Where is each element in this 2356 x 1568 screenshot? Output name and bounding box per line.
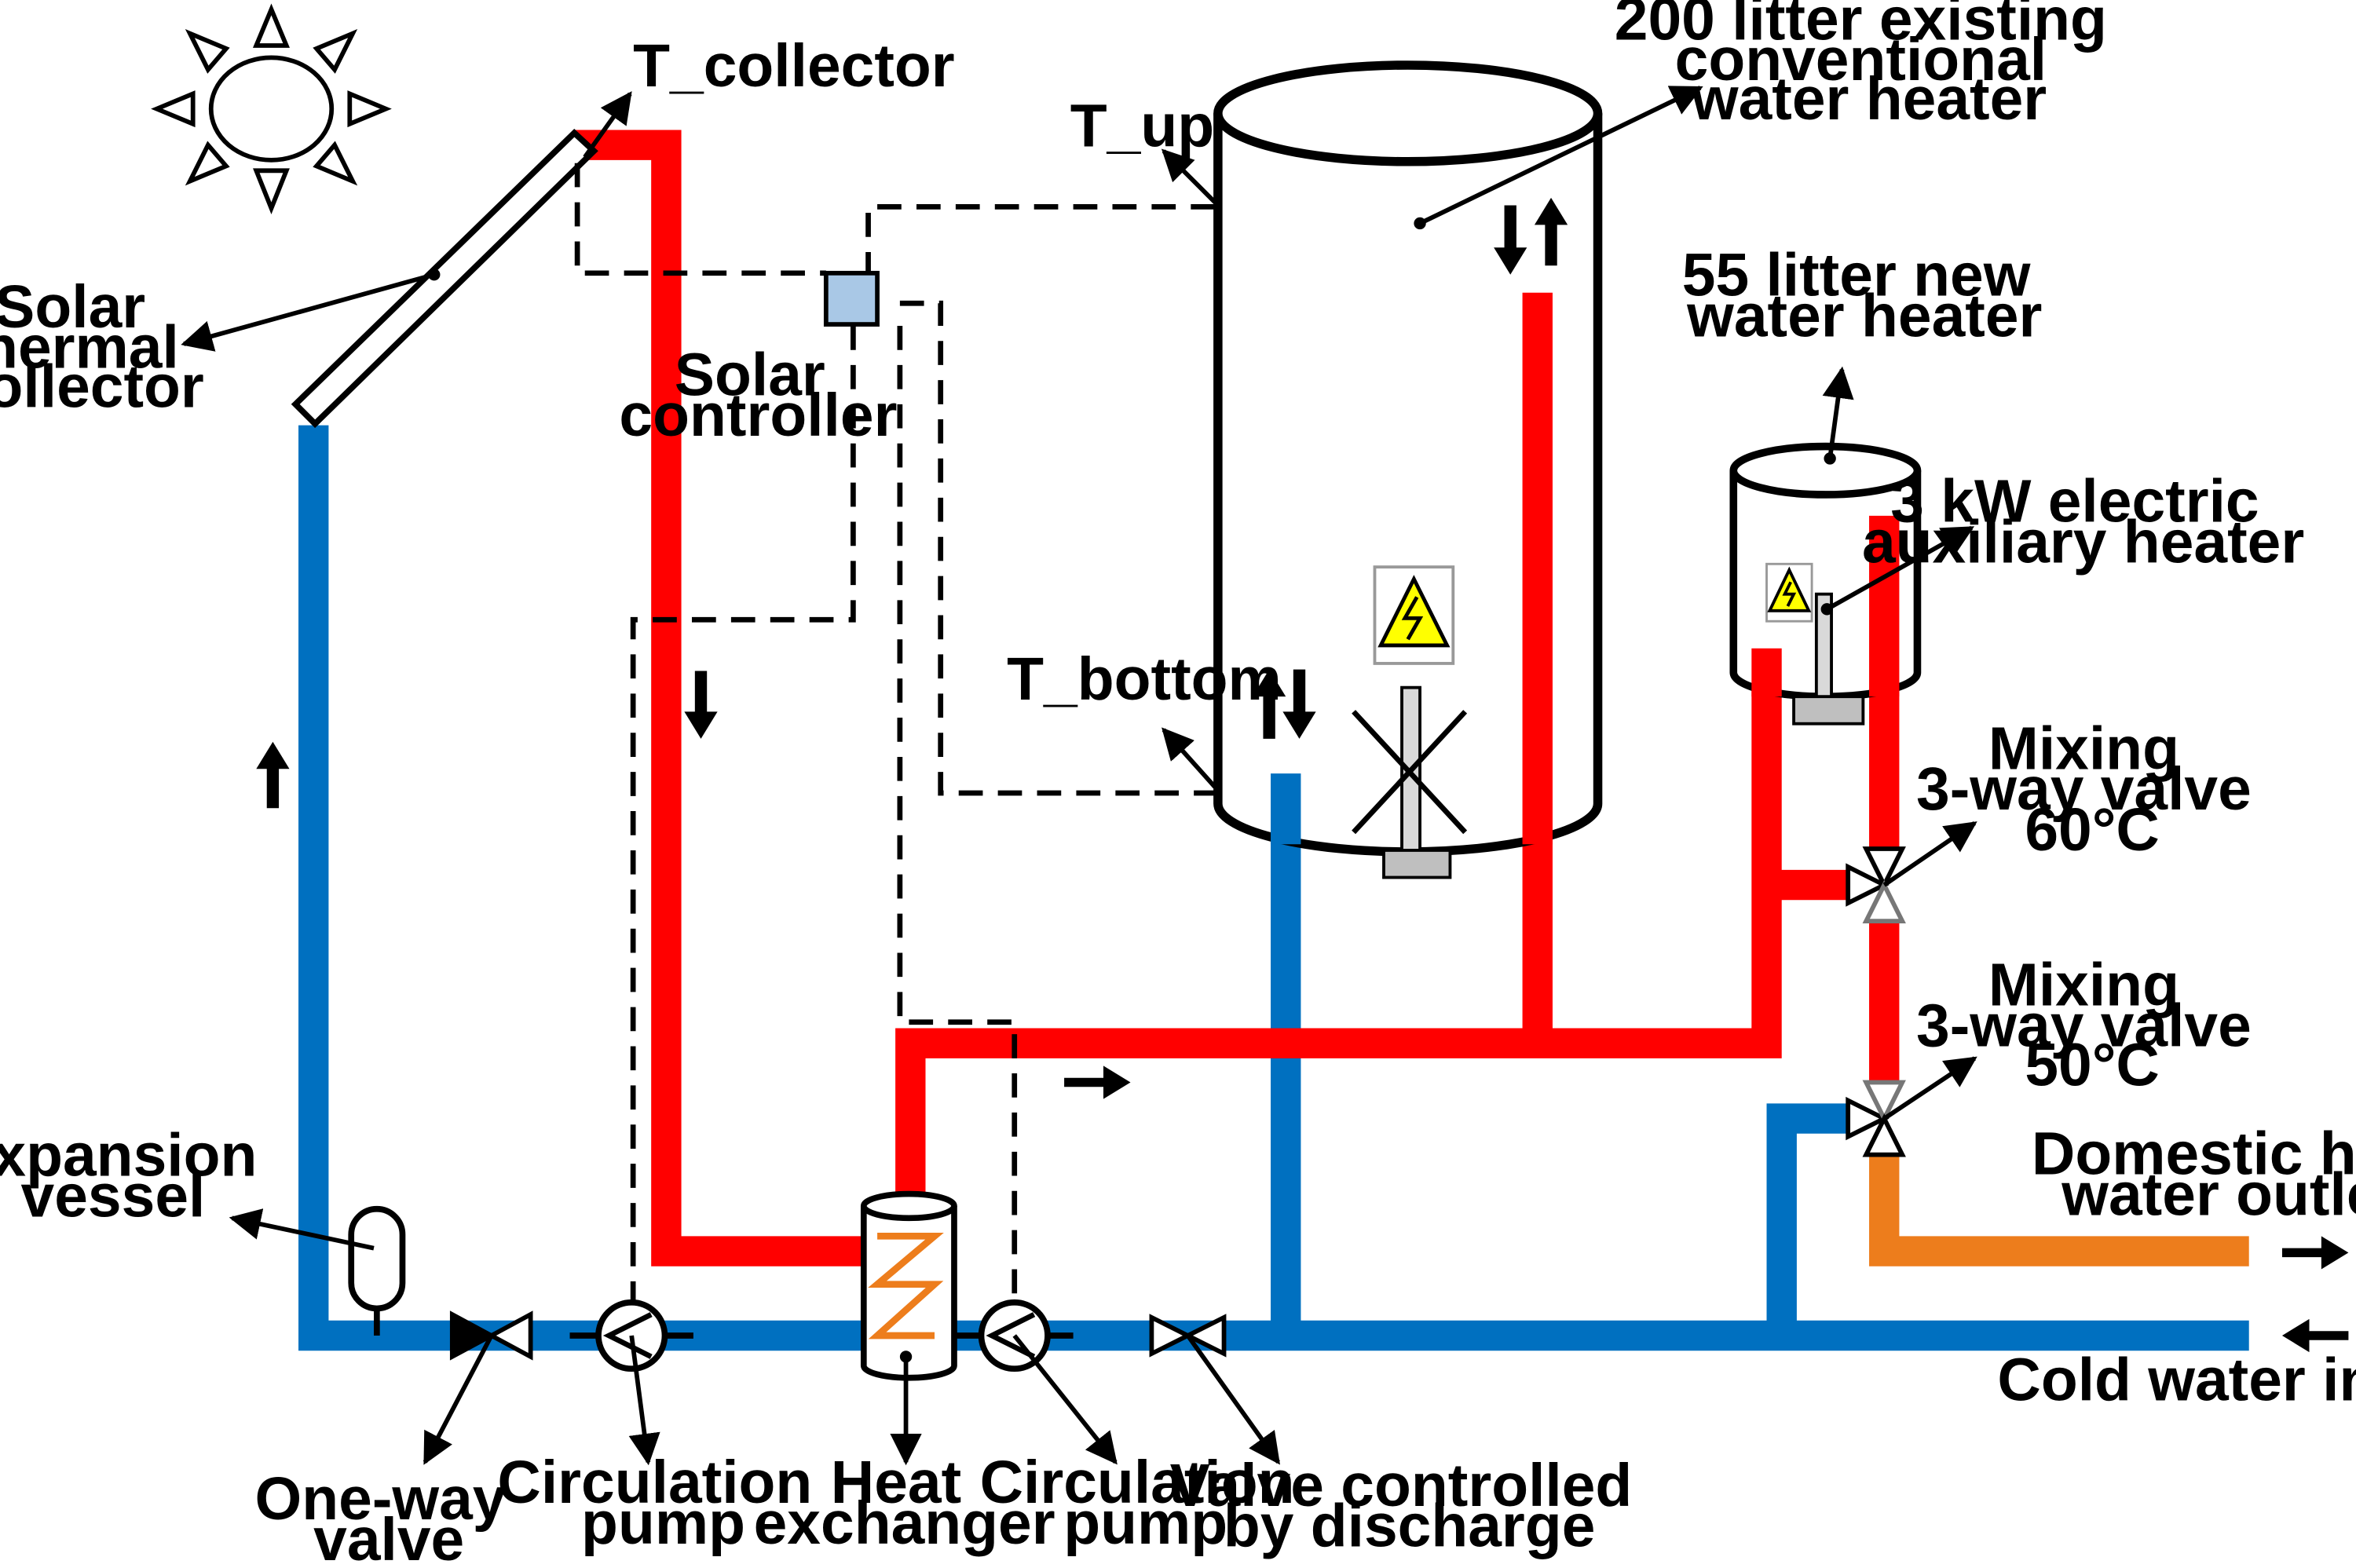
- three-way-valve-50-icon: [1846, 1080, 1906, 1157]
- label-tank-55: 55 litter new water heater: [1682, 243, 2047, 350]
- label-circulation-pump-2: Circulation pump: [980, 1449, 1312, 1557]
- label-t-up: T_up: [1070, 93, 1214, 160]
- label-mixing-50: Mixing 3-way valve 50°C: [1916, 952, 2268, 1099]
- label-cold-inlet: Cold water inlet: [1997, 1347, 2356, 1414]
- high-voltage-warning-icon: [1373, 565, 1455, 665]
- label-circulation-pump-1: Circulation pump: [497, 1449, 829, 1557]
- expansion-vessel: [348, 1205, 406, 1336]
- pump-icon-1: [569, 1299, 693, 1372]
- auxiliary-heater-element: [1792, 592, 1865, 726]
- one-way-valve: [449, 1310, 533, 1361]
- disabled-heating-element: [1352, 685, 1468, 879]
- label-dhw-outlet: Domestic hot water outlet: [2032, 1121, 2356, 1229]
- label-aux-heater: 3 kW electric auxiliary heater: [1862, 469, 2304, 576]
- tank-200-litter: [1213, 60, 1603, 857]
- label-valve-discharge: Valve controlled by discharge: [1170, 1453, 1649, 1560]
- sun-icon: [151, 3, 392, 215]
- heat-exchanger: [860, 1190, 957, 1381]
- label-t-collector: T_collector: [633, 33, 955, 100]
- label-expansion-vessel: Expansion vessel: [0, 1123, 274, 1230]
- label-heat-exchanger: Heat exchanger: [754, 1449, 1055, 1557]
- leader-lines: [181, 86, 1977, 1466]
- three-way-valve-60-icon: [1846, 846, 1906, 924]
- discharge-valve: [1149, 1314, 1227, 1358]
- flow-arrow-icon: [256, 197, 2349, 1353]
- label-one-way-valve: One-way valve: [255, 1466, 523, 1568]
- solar-collector: [291, 129, 598, 429]
- label-tank-200: 200 litter existing conventional water h…: [1615, 0, 2124, 133]
- controller-wiring: [574, 163, 1218, 1306]
- mixed-pipe: [1869, 1151, 2249, 1266]
- high-voltage-warning-icon-small: [1765, 562, 1813, 623]
- label-solar-collector: Solar thermal collector: [0, 274, 204, 421]
- label-t-bottom: T_bottom: [1007, 646, 1282, 713]
- label-mixing-60: Mixing 3-way valve 60°C: [1916, 715, 2268, 864]
- pump-icon-2: [953, 1299, 1074, 1372]
- solar-controller-box: [823, 270, 880, 327]
- label-solar-controller: Solar controller: [619, 342, 897, 449]
